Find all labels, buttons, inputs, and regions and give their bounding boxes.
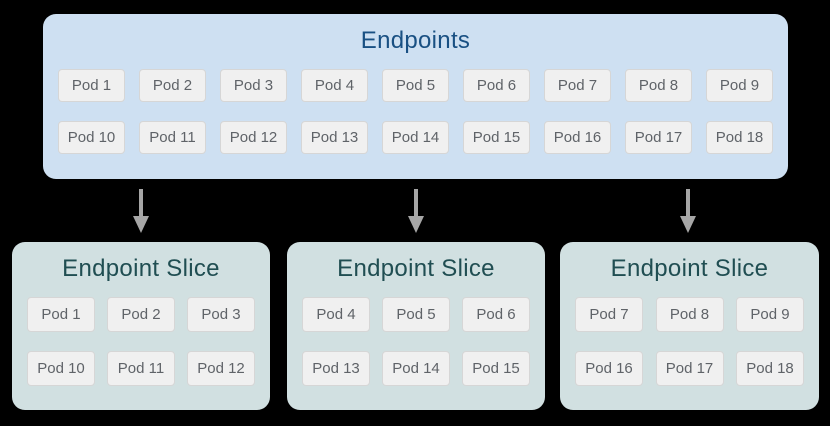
pod-box: Pod 18 <box>706 121 773 154</box>
endpoint-slice-title: Endpoint Slice <box>610 255 769 282</box>
pod-box: Pod 18 <box>736 351 804 386</box>
down-arrow-icon <box>680 189 696 233</box>
arrow-head <box>133 216 149 233</box>
slice-pod-row-2: Pod 16 Pod 17 Pod 18 <box>560 351 819 386</box>
endpoint-slice-title: Endpoint Slice <box>337 255 495 282</box>
slice-pod-row-2: Pod 10 Pod 11 Pod 12 <box>12 351 270 386</box>
slice-pod-row-2: Pod 13 Pod 14 Pod 15 <box>287 351 545 386</box>
pod-box: Pod 15 <box>463 121 530 154</box>
pod-box: Pod 11 <box>139 121 206 154</box>
arrow-line <box>414 189 418 216</box>
pod-box: Pod 4 <box>302 297 370 332</box>
pod-box: Pod 17 <box>655 351 724 386</box>
pod-box: Pod 13 <box>302 351 370 386</box>
slice-pod-row-1: Pod 1 Pod 2 Pod 3 <box>12 297 270 332</box>
pod-box: Pod 14 <box>382 121 449 154</box>
endpoints-pod-row-2: Pod 10 Pod 11 Pod 12 Pod 13 Pod 14 Pod 1… <box>43 121 788 154</box>
pod-box: Pod 9 <box>736 297 804 332</box>
pod-box: Pod 13 <box>301 121 368 154</box>
pod-box: Pod 6 <box>462 297 530 332</box>
pod-box: Pod 11 <box>107 351 175 386</box>
endpoint-slice-title: Endpoint Slice <box>62 255 220 282</box>
pod-box: Pod 15 <box>462 351 530 386</box>
pod-box: Pod 10 <box>27 351 95 386</box>
down-arrow-icon <box>133 189 149 233</box>
pod-box: Pod 8 <box>625 69 692 102</box>
pod-box: Pod 4 <box>301 69 368 102</box>
arrow-line <box>139 189 143 216</box>
endpoint-slice-box: Endpoint Slice Pod 4 Pod 5 Pod 6 Pod 13 … <box>287 242 545 410</box>
pod-box: Pod 3 <box>220 69 287 102</box>
pod-box: Pod 8 <box>655 297 724 332</box>
pod-box: Pod 5 <box>382 297 450 332</box>
pod-box: Pod 12 <box>187 351 255 386</box>
pod-box: Pod 1 <box>27 297 95 332</box>
pod-box: Pod 7 <box>544 69 611 102</box>
pod-box: Pod 17 <box>625 121 692 154</box>
pod-box: Pod 5 <box>382 69 449 102</box>
endpoints-pod-row-1: Pod 1 Pod 2 Pod 3 Pod 4 Pod 5 Pod 6 Pod … <box>43 69 788 102</box>
arrow-line <box>686 189 690 216</box>
arrow-head <box>408 216 424 233</box>
pod-box: Pod 6 <box>463 69 530 102</box>
endpoints-box: Endpoints Pod 1 Pod 2 Pod 3 Pod 4 Pod 5 … <box>43 14 788 179</box>
pod-box: Pod 12 <box>220 121 287 154</box>
slice-pod-row-1: Pod 7 Pod 8 Pod 9 <box>560 297 819 332</box>
pod-box: Pod 16 <box>544 121 611 154</box>
endpoint-slice-box: Endpoint Slice Pod 7 Pod 8 Pod 9 Pod 16 … <box>560 242 819 410</box>
pod-box: Pod 14 <box>382 351 450 386</box>
down-arrow-icon <box>408 189 424 233</box>
pod-box: Pod 2 <box>139 69 206 102</box>
slice-pod-row-1: Pod 4 Pod 5 Pod 6 <box>287 297 545 332</box>
pod-box: Pod 9 <box>706 69 773 102</box>
pod-box: Pod 10 <box>58 121 125 154</box>
pod-box: Pod 3 <box>187 297 255 332</box>
endpoint-slice-box: Endpoint Slice Pod 1 Pod 2 Pod 3 Pod 10 … <box>12 242 270 410</box>
endpoints-title: Endpoints <box>360 27 471 54</box>
arrow-head <box>680 216 696 233</box>
pod-box: Pod 2 <box>107 297 175 332</box>
pod-box: Pod 1 <box>58 69 125 102</box>
pod-box: Pod 7 <box>575 297 643 332</box>
pod-box: Pod 16 <box>575 351 643 386</box>
